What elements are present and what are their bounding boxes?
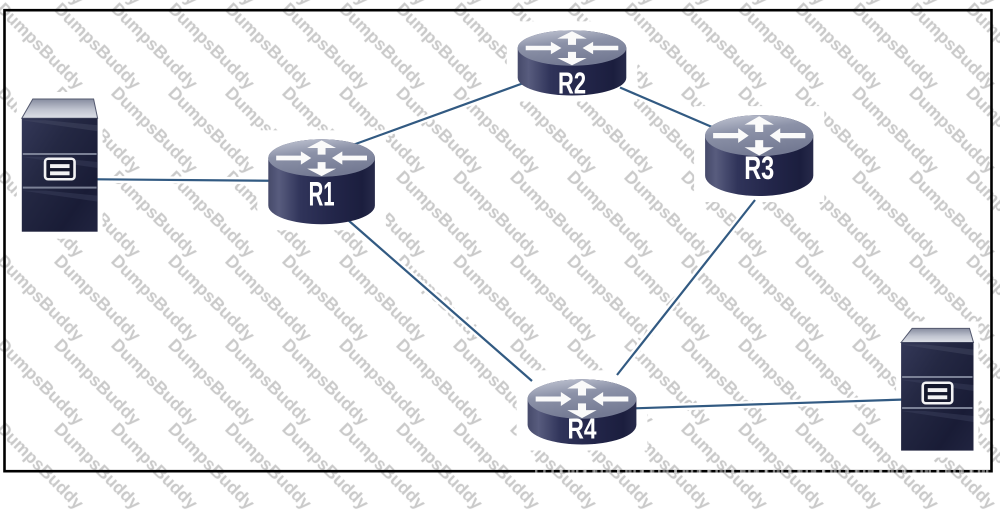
svg-text:R4: R4 xyxy=(568,413,597,445)
svg-text:R2: R2 xyxy=(558,65,586,100)
svg-text:R3: R3 xyxy=(744,150,774,186)
svg-text:R1: R1 xyxy=(309,176,335,214)
